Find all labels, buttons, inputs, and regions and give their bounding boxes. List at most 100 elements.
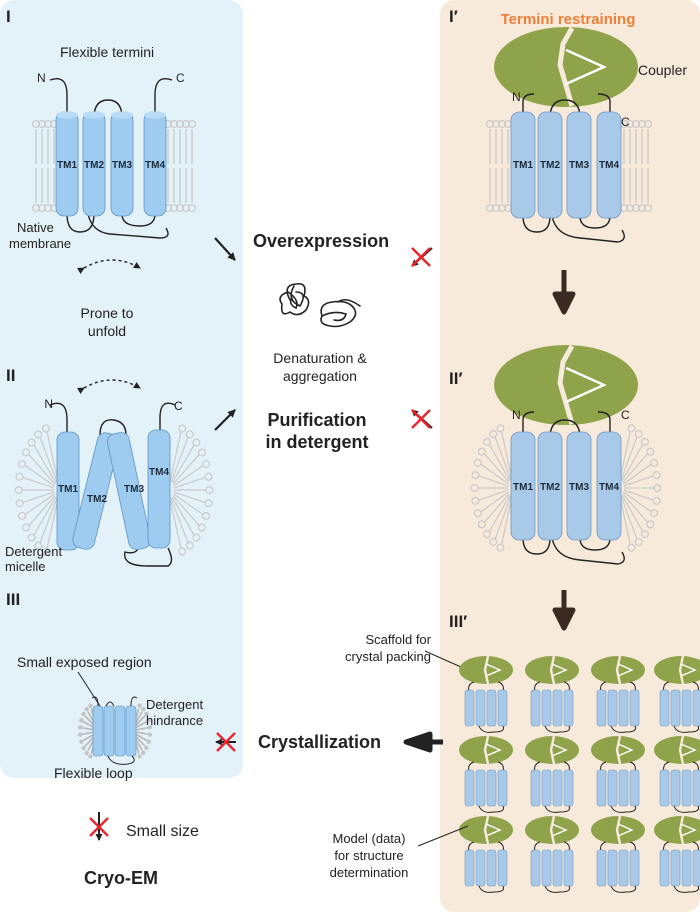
svg-text:TM1: TM1 <box>57 160 77 171</box>
flexible-loop-label: Flexible loop <box>54 765 133 781</box>
helix-TM4: TM4 <box>147 429 171 549</box>
svg-text:TM4: TM4 <box>599 482 619 493</box>
panel-label-I: I <box>6 7 11 26</box>
helix-TM1: TM1 <box>56 431 80 551</box>
small-exposed-region-label: Small exposed region <box>17 654 152 670</box>
lattice-unit <box>525 815 579 893</box>
c-terminus-label: C <box>621 408 630 422</box>
extracellular-loop <box>99 419 127 436</box>
leader-line <box>77 671 101 707</box>
helix-TM1: TM1 <box>55 111 79 217</box>
small-size-cross-icon <box>89 812 109 841</box>
svg-text:TM2: TM2 <box>540 482 560 493</box>
down-arrow <box>552 590 576 631</box>
svg-text:TM2: TM2 <box>84 160 104 171</box>
panel-label-III-prime: III′ <box>449 612 467 631</box>
svg-text:TM3: TM3 <box>569 160 589 171</box>
aggregated-protein-icon <box>279 282 361 328</box>
arrow-to-purification <box>214 409 236 431</box>
lattice-unit <box>525 655 579 733</box>
c-terminus-tail <box>154 77 173 118</box>
lattice-unit <box>459 815 513 893</box>
detergent-micelle <box>14 424 214 556</box>
lattice-unit <box>591 815 645 893</box>
helix-TM3: TM3 <box>566 111 592 219</box>
lattice-unit <box>654 815 700 893</box>
svg-text:TM1: TM1 <box>513 160 533 171</box>
helix-TM3: TM3 <box>110 111 134 217</box>
protein-panel-II-prime: TM1 TM2 TM3 TM4 <box>510 411 625 565</box>
svg-text:TM1: TM1 <box>58 484 78 495</box>
lattice-unit <box>525 735 579 813</box>
crystallization-label: Crystallization <box>258 732 381 752</box>
purification-blocked-arrow <box>411 409 433 429</box>
arrow-to-crystallization <box>403 731 443 753</box>
intracellular-loop <box>121 213 156 227</box>
coupler-chevron <box>565 48 607 86</box>
native-membrane-lipids <box>486 119 652 213</box>
helix-TM1: TM1 <box>510 111 536 219</box>
lattice-unit <box>459 735 513 813</box>
lattice-unit <box>591 655 645 733</box>
svg-text:TM3: TM3 <box>124 484 144 495</box>
cryo-em-label: Cryo-EM <box>84 868 158 888</box>
svg-text:TM1: TM1 <box>513 482 533 493</box>
small-protein <box>91 696 138 765</box>
n-terminus-label: N <box>512 408 521 422</box>
down-arrow <box>552 270 576 315</box>
helix-TM3: TM3 <box>107 432 151 550</box>
helix-TM2: TM2 <box>537 431 563 541</box>
termini-restraining-label: Termini restraining <box>501 11 636 28</box>
helix-TM4: TM4 <box>143 111 167 217</box>
c-terminus-label: C <box>621 115 630 129</box>
extracellular-loop <box>93 99 123 119</box>
helix-TM2: TM2 <box>72 432 120 550</box>
svg-text:TM4: TM4 <box>149 467 169 478</box>
overexpression-blocked-arrow <box>411 247 433 267</box>
crystallization-blocked-arrow <box>215 732 236 752</box>
arrow-to-overexpression <box>214 237 236 261</box>
svg-text:TM2: TM2 <box>540 160 560 171</box>
flexible-loop <box>87 213 169 239</box>
panel-label-III: III <box>6 590 20 609</box>
panel-label-I-prime: I′ <box>449 7 458 26</box>
n-terminus-tail <box>49 77 68 118</box>
coupler-label: Coupler <box>638 62 687 78</box>
svg-text:TM4: TM4 <box>599 160 619 171</box>
native-membrane-lipids <box>31 119 197 213</box>
helix-TM2: TM2 <box>537 111 563 219</box>
helix-TM2: TM2 <box>82 111 106 217</box>
lattice-unit <box>459 655 513 733</box>
c-terminus-label: C <box>176 71 185 85</box>
panel-label-II: II <box>6 366 15 385</box>
coupler <box>494 27 638 107</box>
overexpression-label: Overexpression <box>253 231 389 251</box>
helix-TM3: TM3 <box>566 431 592 541</box>
panel-label-II-prime: II′ <box>449 369 463 388</box>
protein-panel-I: TM1 TM2 TM3 TM4 <box>49 77 173 239</box>
coupler-split <box>557 26 575 107</box>
flexible-termini-label: Flexible termini <box>60 44 154 60</box>
lattice-unit <box>591 735 645 813</box>
coupler-panel-II-prime <box>494 344 638 425</box>
lattice-unit <box>654 655 700 733</box>
coupler <box>494 345 638 425</box>
denaturation-aggregation-label: Denaturation &aggregation <box>273 350 367 384</box>
n-terminus-label: N <box>37 71 46 85</box>
svg-text:TM3: TM3 <box>569 482 589 493</box>
intracellular-loop <box>66 213 95 233</box>
coupler-panel-I-prime <box>494 26 638 107</box>
n-terminus-label: N <box>512 90 521 104</box>
n-terminus-label: N <box>44 397 53 411</box>
n-terminus-tail <box>49 402 68 435</box>
helix-TM4: TM4 <box>596 111 622 219</box>
crystal-lattice <box>459 655 700 893</box>
detergent-micelle <box>470 424 662 552</box>
